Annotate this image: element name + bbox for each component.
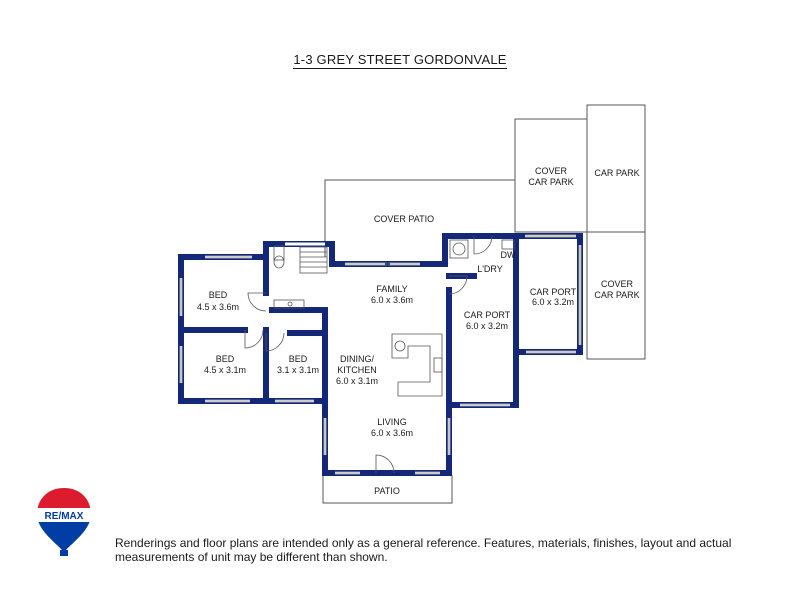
plan-title-text: 1-3 GREY STREET GORDONVALE bbox=[293, 52, 507, 69]
window-gaps bbox=[179, 234, 582, 475]
cover-patio-label: COVER PATIO bbox=[374, 214, 434, 224]
dining-kitchen-dims: 6.0 x 3.1m bbox=[336, 376, 378, 386]
bed3-label: BED bbox=[289, 354, 308, 364]
car-park-label: CAR PARK bbox=[594, 168, 639, 178]
toilet-icon bbox=[273, 245, 285, 261]
dw-label: DW bbox=[501, 250, 516, 260]
bed2-dims: 4.5 x 3.1m bbox=[204, 365, 246, 375]
wall-laundry bbox=[442, 233, 519, 281]
room-labels: COVER CAR PARK CAR PARK COVER PATIO BED … bbox=[197, 166, 640, 496]
door-entry bbox=[375, 454, 395, 474]
car-port-a-label: CAR PORT bbox=[530, 287, 577, 297]
plan-title: 1-3 GREY STREET GORDONVALE bbox=[0, 52, 800, 69]
stove-icon bbox=[433, 357, 443, 373]
disclaimer: Renderings and floor plans are intended … bbox=[115, 536, 732, 564]
carport-outline bbox=[520, 231, 588, 358]
dining-kitchen-label: DINING/ bbox=[340, 354, 375, 364]
living-label: LIVING bbox=[377, 417, 407, 427]
bed3-dims: 3.1 x 3.1m bbox=[277, 365, 319, 375]
cover-car-park-top-label: COVER bbox=[535, 166, 568, 176]
laundry-label: L'DRY bbox=[477, 264, 503, 274]
cover-car-park-top-label-2: CAR PARK bbox=[528, 177, 573, 187]
window-lines bbox=[179, 234, 582, 475]
bed2-label: BED bbox=[216, 354, 235, 364]
door-bed2 bbox=[244, 329, 264, 349]
logo-text: RE/MAX bbox=[45, 511, 84, 522]
dining-kitchen-label-2: KITCHEN bbox=[337, 365, 377, 375]
doors bbox=[244, 235, 493, 474]
door-bed3 bbox=[265, 332, 285, 352]
remax-logo: RE/MAX bbox=[37, 488, 91, 556]
cover-car-park-right-label-2: CAR PARK bbox=[594, 290, 639, 300]
car-port-b-label: CAR PORT bbox=[464, 310, 511, 320]
shower-icon bbox=[299, 246, 328, 274]
car-port-b-dims: 6.0 x 3.2m bbox=[466, 321, 508, 331]
patio-outline bbox=[322, 475, 453, 504]
wall-bath-block bbox=[263, 241, 448, 267]
kitchen-counter-icon bbox=[391, 333, 443, 397]
cover-car-park-right-label: COVER bbox=[601, 279, 634, 289]
family-dims: 6.0 x 3.6m bbox=[371, 295, 413, 305]
vanity-icon bbox=[273, 299, 305, 309]
door-laundry bbox=[473, 235, 493, 255]
toilet-bowl-icon bbox=[273, 255, 285, 269]
bed1-label: BED bbox=[209, 290, 228, 300]
living-dims: 6.0 x 3.6m bbox=[371, 428, 413, 438]
door-carport bbox=[448, 275, 468, 295]
washer-icon bbox=[501, 239, 515, 250]
family-label: FAMILY bbox=[376, 284, 407, 294]
sink-icon bbox=[394, 340, 406, 352]
car-port-a-dims: 6.0 x 3.2m bbox=[532, 297, 574, 307]
door-bed1 bbox=[247, 292, 267, 312]
fixtures bbox=[273, 239, 515, 397]
outdoor-area-outlines bbox=[322, 104, 646, 504]
wall-center-left bbox=[322, 307, 452, 476]
wall-carport-bottom bbox=[446, 287, 519, 408]
bed1-dims: 4.5 x 3.6m bbox=[197, 302, 239, 312]
patio-label: PATIO bbox=[374, 486, 400, 496]
laundry-tub-icon bbox=[449, 239, 469, 259]
